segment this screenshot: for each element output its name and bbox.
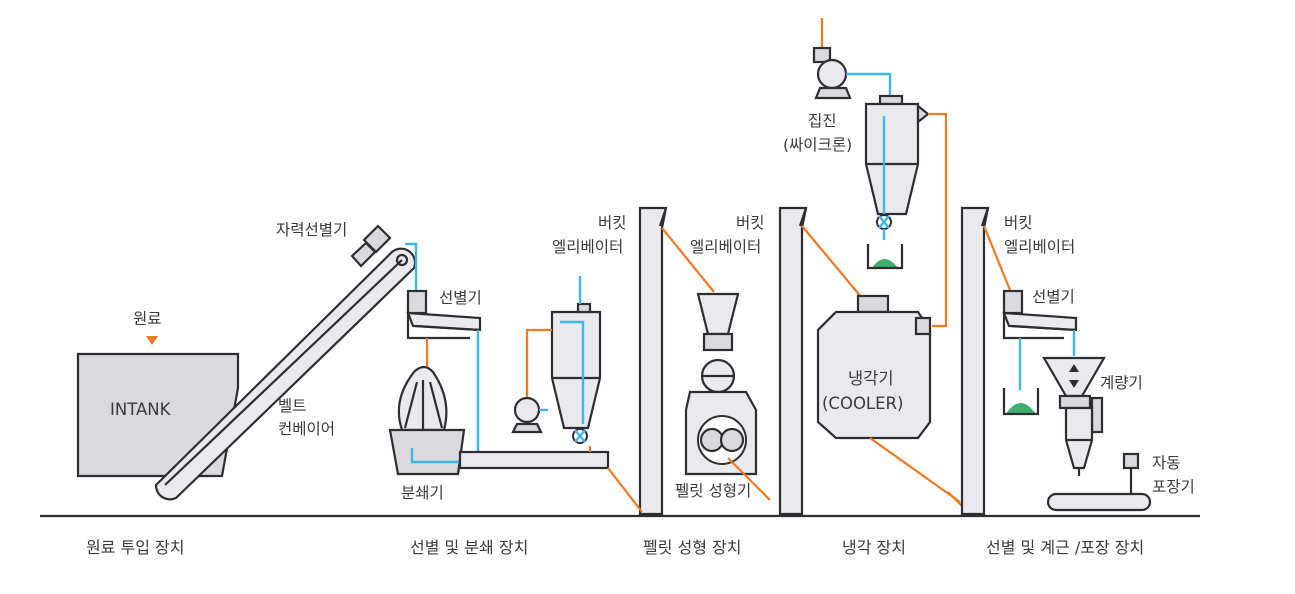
down-arrow-icon	[146, 336, 158, 345]
bucket-elevator-1	[638, 206, 668, 516]
bucket-elevator-3-label-1: 버킷	[1004, 214, 1033, 232]
raw-material-label: 원료	[133, 310, 162, 328]
fan-to-cyclone-line	[846, 72, 892, 96]
cooler-label-1: 냉각기	[848, 369, 894, 388]
dust-collector-label-2: (싸이크론)	[783, 136, 852, 154]
sorter-1-label: 선별기	[439, 289, 482, 307]
cooler	[816, 294, 932, 440]
fan-icon	[511, 396, 543, 434]
weigher-label: 계량기	[1100, 374, 1143, 392]
stage-raw-input: 원료 투입 장치	[86, 538, 185, 557]
cooler-label-2: (COOLER)	[822, 394, 903, 413]
elevator-3-to-sorter-line	[982, 225, 1012, 291]
belt-conveyor-label-1: 벨트	[278, 397, 307, 415]
crusher-inner-line	[410, 448, 476, 464]
pellet-forming-machine-label: 펠릿 성형기	[675, 482, 751, 500]
crusher	[388, 428, 466, 476]
pellet-forming-machine	[684, 292, 758, 476]
auto-packer-label-1: 자동	[1152, 454, 1181, 472]
pellet-to-elevator-2-line	[727, 457, 771, 501]
cyclone-stage-2	[550, 302, 602, 430]
stage-sorting-weighing-packing: 선별 및 계근 /포장 장치	[986, 538, 1144, 557]
elevator-2-to-cooler-line	[801, 225, 863, 299]
cyclone-return-line	[560, 320, 585, 424]
sorter-1	[406, 289, 482, 340]
stage-pellet-forming: 펠릿 성형 장치	[643, 538, 742, 557]
weigher	[1042, 356, 1106, 470]
cyclone-dust-collector	[864, 94, 930, 216]
screw-conveyor	[458, 450, 610, 470]
magnetic-separator	[350, 224, 392, 268]
bucket-elevator-2	[778, 206, 808, 516]
elevator-1-to-pellet-line	[661, 227, 715, 293]
intank-label: INTANK	[110, 400, 172, 419]
bucket-elevator-1-label-1: 버킷	[598, 214, 627, 232]
crusher-feed-bag	[397, 365, 448, 432]
stage-sorting-crushing: 선별 및 분쇄 장치	[410, 538, 528, 557]
bucket-elevator-2-label-1: 버킷	[736, 214, 765, 232]
bucket-elevator-1-label-2: 엘리베이터	[552, 238, 623, 256]
conveyor-to-sorter-line	[405, 242, 418, 292]
auto-packer	[1046, 452, 1152, 512]
sorter-2	[1002, 289, 1078, 340]
product-pile-icon	[1006, 403, 1036, 414]
bucket-elevator-2-label-2: 엘리베이터	[690, 238, 761, 256]
conveyor-to-elevator-1-line	[607, 467, 643, 513]
dust-collector-label-1: 집진	[808, 112, 837, 130]
bucket-elevator-3	[960, 206, 990, 516]
auto-packer-label-2: 포장기	[1152, 478, 1195, 496]
crusher-label: 분쇄기	[401, 484, 444, 502]
bucket-elevator-3-label-2: 엘리베이터	[1004, 238, 1075, 256]
belt-conveyor-label-2: 컨베이어	[278, 420, 335, 438]
product-pile-icon	[872, 259, 898, 268]
magnetic-separator-label: 자력선별기	[276, 221, 347, 239]
stage-cooling: 냉각 장치	[842, 538, 906, 557]
dust-collector-fan	[812, 46, 852, 100]
cooler-to-elevator-3-line	[869, 437, 961, 503]
sorter-2-label: 선별기	[1032, 288, 1075, 306]
conveyor-to-cyclone-line	[525, 328, 552, 405]
belt-conveyor	[154, 247, 417, 501]
cyclone-to-cooler-line	[928, 112, 948, 328]
